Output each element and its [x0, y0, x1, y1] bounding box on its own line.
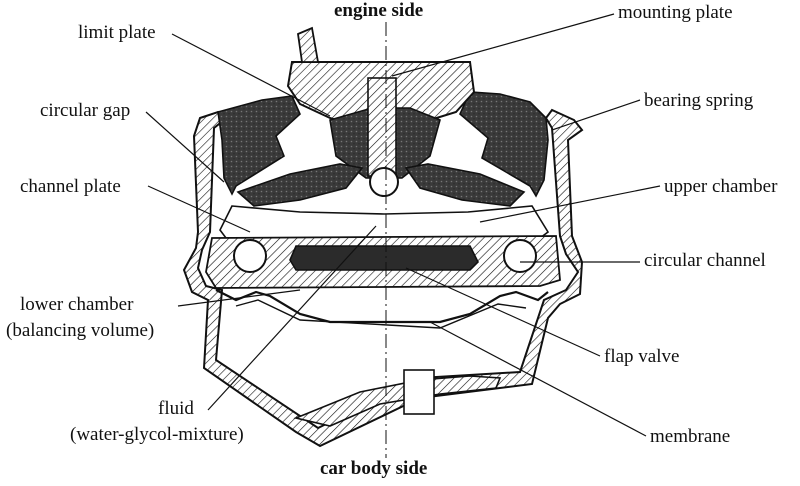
leader-upper-chamber	[479, 185, 661, 223]
leader-mounting-plate	[391, 13, 615, 77]
leader-circular-gap	[145, 111, 225, 183]
mounting-bolt	[297, 26, 320, 63]
bearing-spring-left	[217, 95, 301, 196]
outer-housing	[182, 108, 584, 448]
upper-chamber-label: upper chamber	[664, 176, 778, 197]
leader-channel-plate	[147, 185, 251, 233]
water-glycol-label: (water-glycol-mixture)	[70, 424, 244, 445]
leader-membrane	[429, 321, 647, 437]
center-stud	[367, 77, 397, 177]
center-ball	[369, 167, 399, 197]
membrane-lower-edge	[235, 299, 527, 329]
circular-channel-right	[503, 239, 537, 273]
leader-lower-chamber	[177, 289, 301, 307]
leader-bearing-spring	[551, 99, 641, 131]
circular-channel-left	[233, 239, 267, 273]
leader-lines	[145, 13, 661, 437]
bearing-spring-right	[459, 91, 549, 198]
bearing-spring-label: bearing spring	[644, 90, 754, 111]
leader-fluid	[207, 225, 377, 411]
car-body-side-label: car body side	[320, 458, 428, 479]
fluid-label: fluid	[158, 398, 194, 419]
flap-valve	[289, 245, 479, 271]
limit-plate-label: limit plate	[78, 22, 156, 43]
circular-channel-label: circular channel	[644, 250, 766, 271]
lower-chamber-label: lower chamber	[20, 294, 134, 315]
mounting-plate-label: mounting plate	[618, 2, 733, 23]
balancing-volume-label: (balancing volume)	[6, 320, 155, 341]
channel-plate-label: channel plate	[20, 176, 121, 197]
upper-chamber	[219, 205, 550, 239]
membrane-label: membrane	[650, 426, 731, 447]
limit-plate-right	[404, 163, 526, 207]
limit-plate-left	[236, 163, 364, 207]
leader-limit-plate	[171, 33, 331, 117]
lower-membrane	[215, 289, 549, 324]
engine-side-label: engine side	[334, 0, 424, 21]
circular-gap-label: circular gap	[40, 100, 131, 121]
bottom-lid	[293, 375, 502, 427]
flap-valve-label: flap valve	[604, 346, 680, 367]
leader-flap-valve	[405, 267, 601, 357]
bottom-opening	[403, 369, 435, 415]
